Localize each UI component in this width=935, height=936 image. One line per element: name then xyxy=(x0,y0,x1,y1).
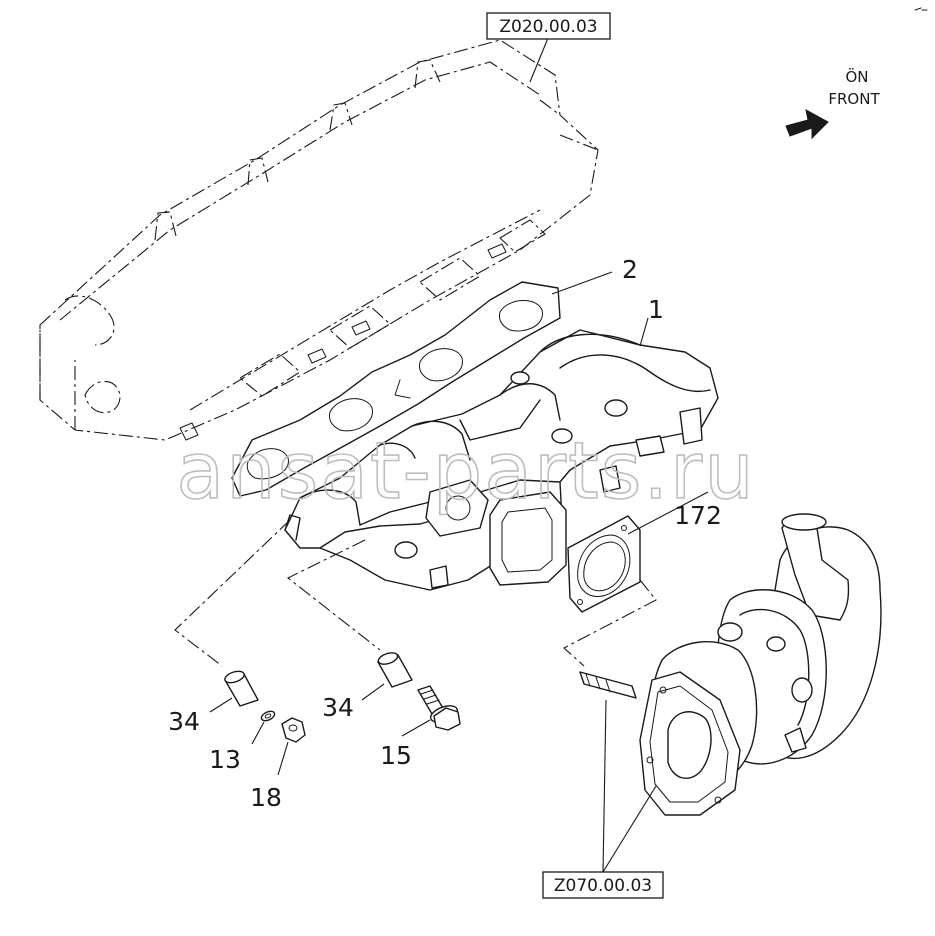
washer xyxy=(260,710,276,722)
callout-13[interactable]: 13 xyxy=(209,745,241,774)
callout-15[interactable]: 15 xyxy=(380,741,412,770)
nut xyxy=(281,717,306,743)
callouts: 2 1 172 34 34 13 18 15 xyxy=(168,255,722,812)
callout-34-left[interactable]: 34 xyxy=(168,707,200,736)
callout-18[interactable]: 18 xyxy=(250,783,282,812)
turbo-gasket xyxy=(567,515,641,613)
callout-1[interactable]: 1 xyxy=(648,295,664,324)
turbo-stud xyxy=(579,671,637,699)
dowel-pin-left xyxy=(224,670,259,707)
head-studs xyxy=(179,243,507,441)
flange-bolt xyxy=(417,685,461,731)
front-label-line1: ÖN xyxy=(845,67,868,86)
callout-172[interactable]: 172 xyxy=(674,501,722,530)
leader-lines xyxy=(174,37,709,873)
reference-code-bottom: Z070.00.03 xyxy=(554,876,652,896)
exhaust-manifold xyxy=(284,329,719,591)
turbocharger xyxy=(639,513,882,816)
reference-box-top[interactable]: Z020.00.03 xyxy=(486,12,611,40)
callout-34-right[interactable]: 34 xyxy=(322,693,354,722)
manifold-gasket xyxy=(231,281,561,497)
watermark-text: ansat-parts.ru xyxy=(176,427,755,517)
callout-2[interactable]: 2 xyxy=(622,255,638,284)
dowel-pin-right xyxy=(377,652,413,688)
front-direction-indicator: ÖN FRONT xyxy=(785,67,880,140)
corner-mark-icon xyxy=(914,7,928,11)
front-label-line2: FRONT xyxy=(828,90,880,108)
reference-code-top: Z020.00.03 xyxy=(499,17,597,37)
front-arrow-icon xyxy=(785,109,829,140)
cylinder-head-outline xyxy=(39,39,599,441)
reference-box-bottom[interactable]: Z070.00.03 xyxy=(542,871,664,899)
